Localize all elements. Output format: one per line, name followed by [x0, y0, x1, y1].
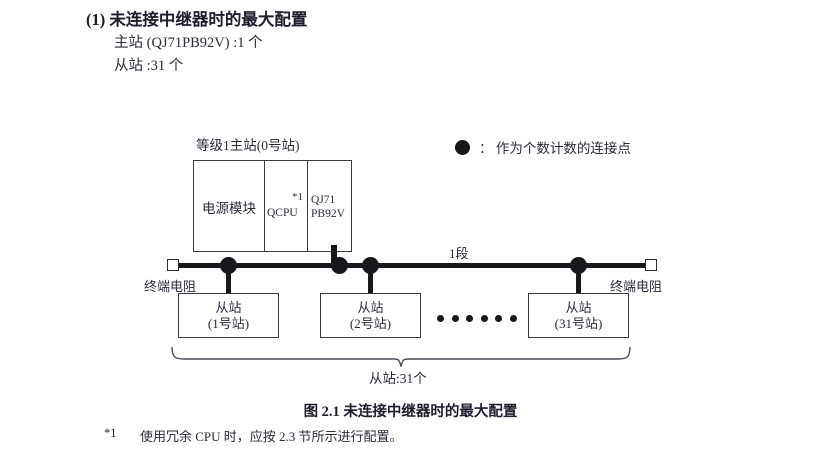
slave-total-label: 从站:31个: [369, 371, 427, 386]
qcpu-label: QCPU: [267, 207, 298, 219]
footnote: *1 使用冗余 CPU 时，应按 2.3 节所示进行配置。: [104, 426, 403, 445]
master-station-box: 电源模块 *1 QCPU QJ71 PB92V: [193, 160, 352, 252]
divider: [307, 161, 308, 251]
figure-caption: 图 2.1 未连接中继器时的最大配置: [303, 404, 518, 420]
ellipsis-dots: [437, 313, 517, 323]
slave-station-name: 从站: [215, 299, 242, 315]
slave-station-box: 从站 (31号站): [528, 293, 629, 338]
network-module-cell: QJ71 PB92V: [307, 161, 353, 253]
network-module-line1: QJ71: [311, 194, 336, 206]
connection-point-dot: [220, 257, 237, 274]
divider: [264, 161, 265, 251]
slave-station-box: 从站 (1号站): [178, 293, 279, 338]
footnote-marker: *1: [104, 426, 117, 440]
section-title: 未连接中继器时的最大配置: [109, 10, 308, 29]
terminator-right-label: 终端电阻: [610, 279, 663, 294]
spec-line-slave: 从站 :31 个: [114, 58, 184, 74]
footnote-text: 使用冗余 CPU 时，应按 2.3 节所示进行配置。: [140, 429, 403, 444]
legend-label: ： 作为个数计数的连接点: [479, 141, 631, 156]
ellipsis-dot: [437, 314, 444, 322]
master-station-label: 等级1主站(0号站): [196, 138, 300, 153]
connection-point-dot: [362, 257, 379, 274]
slave-drop-stub: [226, 266, 231, 293]
ellipsis-dot: [451, 314, 459, 322]
spec-line-master: 主站 (QJ71PB92V) :1 个: [114, 35, 263, 51]
filled-circle-icon: [455, 139, 470, 155]
heading-block: (1) 未连接中继器时的最大配置 主站 (QJ71PB92V) :1 个 从站 …: [86, 8, 686, 78]
trunk-bus-line: [177, 263, 649, 268]
ellipsis-dot: [466, 314, 474, 322]
slave-station-number: (31号站): [554, 315, 603, 331]
slave-station-name: 从站: [565, 299, 592, 315]
slave-station-number: (2号站): [349, 315, 392, 331]
section-number: (1): [86, 10, 106, 29]
terminator-left-label: 终端电阻: [144, 279, 197, 294]
connection-point-dot: [331, 257, 348, 274]
slave-count-brace: [171, 346, 631, 367]
slave-drop-stub: [576, 266, 581, 293]
ellipsis-dot: [480, 314, 488, 322]
master-drop-stub: [331, 245, 337, 265]
connection-point-dot: [570, 257, 587, 274]
terminator-right-icon: [645, 259, 657, 271]
qcpu-footnote-marker: *1: [292, 191, 303, 203]
page-title: (1) 未连接中继器时的最大配置: [86, 8, 686, 32]
terminator-left-icon: [167, 259, 179, 271]
power-supply-module-cell: 电源模块: [202, 201, 256, 216]
slave-station-box: 从站 (2号站): [320, 293, 421, 338]
legend: ： 作为个数计数的连接点: [455, 137, 631, 157]
qcpu-module-cell: *1 QCPU: [264, 161, 307, 253]
slave-station-number: (1号站): [207, 315, 250, 331]
slave-drop-stub: [368, 266, 373, 293]
segment-label: 1段: [449, 246, 469, 261]
slave-station-name: 从站: [357, 299, 384, 315]
ellipsis-dot: [495, 314, 503, 322]
ellipsis-dot: [509, 314, 517, 322]
network-module-line2: PB92V: [311, 208, 345, 220]
